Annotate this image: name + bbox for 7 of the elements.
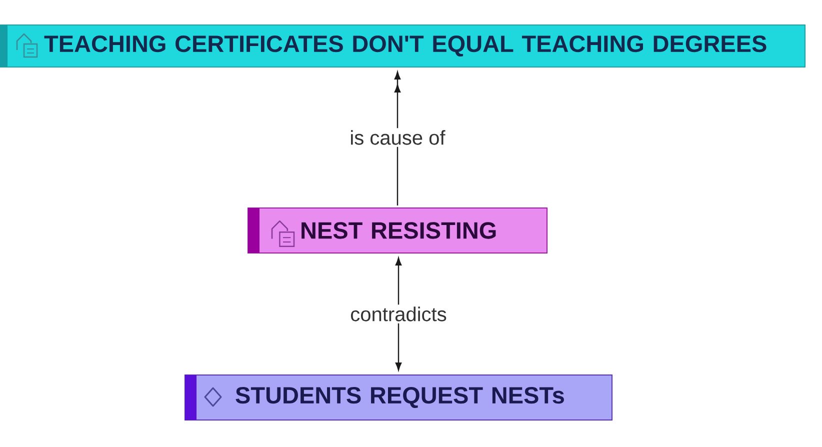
concept-box: NEST RESISTING [248, 208, 548, 254]
arrow [394, 72, 401, 206]
concept-box: TEACHING CERTIFICATES DON'T EQUAL TEACHING DEGREES [0, 24, 806, 68]
edge-label: contradicts [348, 304, 449, 324]
edge-label: is cause of [348, 128, 448, 147]
arrow [395, 258, 402, 370]
concept-box: STUDENTS REQUEST NESTs [184, 374, 612, 420]
